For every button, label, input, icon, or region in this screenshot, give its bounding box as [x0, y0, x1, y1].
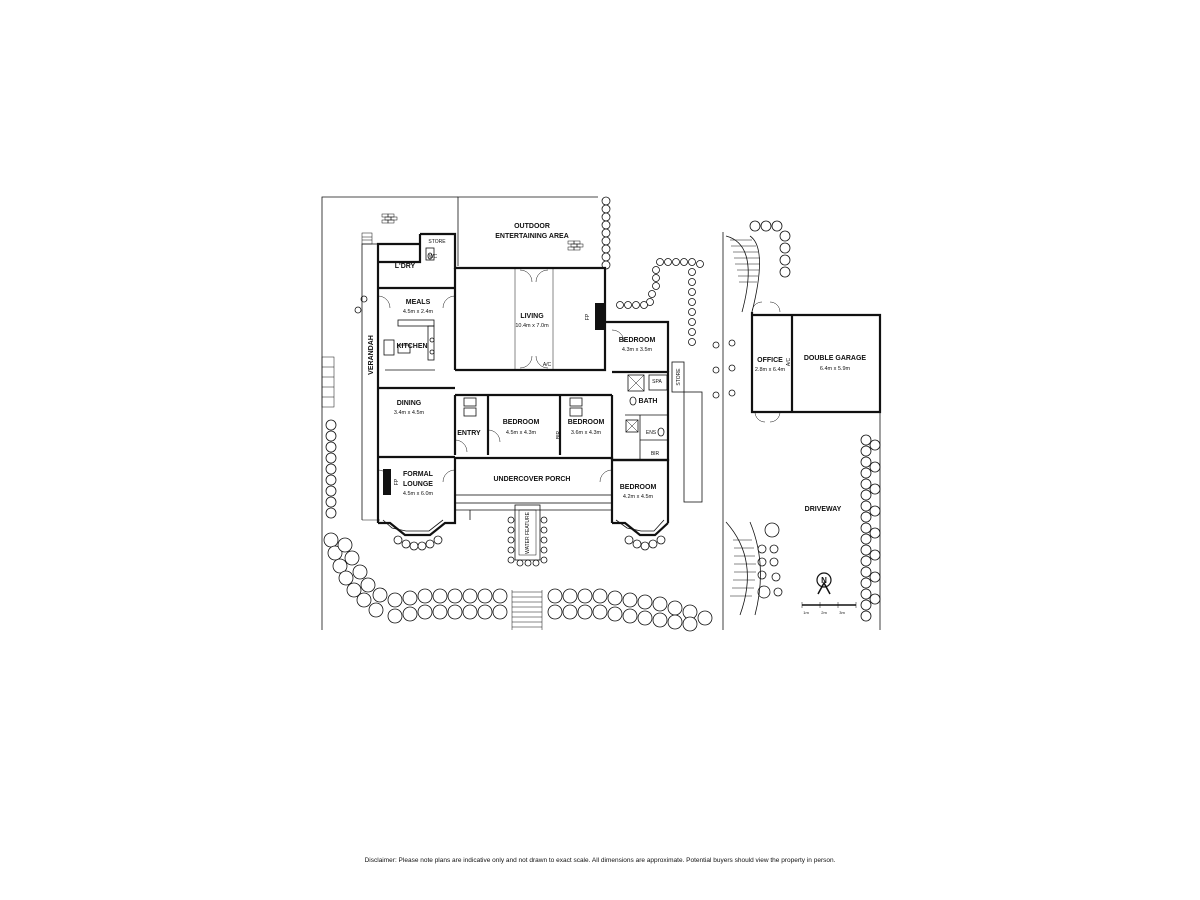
left-hedge [323, 419, 388, 618]
ens-label: ENS [646, 430, 657, 436]
hedge-shrubs [354, 196, 720, 399]
driveway-label: DRIVEWAY [805, 506, 842, 513]
dining-dim: 3.4m x 4.5m [394, 410, 425, 416]
meals-dim: 4.5m x 2.4m [403, 309, 434, 315]
porch [454, 494, 613, 567]
outdoor-entertaining-area: OUTDOOR ENTERTAINING AREA [381, 196, 598, 266]
store-side-label: STORE [676, 368, 682, 386]
wc-label: WC [429, 254, 438, 260]
bir-label: BIR [651, 451, 660, 457]
bedroom2-dim: 4.5m x 4.3m [506, 430, 537, 436]
scale-3m: 3m [839, 610, 845, 615]
lounge-label: LOUNGE [403, 481, 433, 488]
disclaimer-text: Disclaimer: Please note plans are indica… [364, 857, 836, 864]
bottom-hedge [387, 588, 713, 632]
ac-label: A/C [543, 362, 552, 368]
office-label: OFFICE [757, 357, 783, 364]
kitchen-label: KITCHEN [396, 343, 427, 350]
scale-1m: 1m [803, 610, 809, 615]
outdoor-label: OUTDOOR [514, 223, 550, 230]
spa-label: SPA [652, 379, 662, 385]
bedroom2-label: BEDROOM [503, 419, 540, 426]
fireplace-icon [595, 303, 604, 330]
bedroom3-dim: 3.6m x 4.3m [571, 430, 602, 436]
bedroom4-label: BEDROOM [620, 484, 657, 491]
bath-label: BATH [639, 398, 658, 405]
scale-2m: 2m [821, 610, 827, 615]
entry-label: ENTRY [457, 430, 481, 437]
entertaining-label: ENTERTAINING AREA [495, 233, 569, 240]
formal-dim: 4.5m x 6.0m [403, 491, 434, 497]
fixtures [377, 247, 703, 503]
fireplace-icon [383, 469, 391, 495]
garage-label: DOUBLE GARAGE [804, 355, 867, 362]
garage-dim: 6.4m x 5.9m [820, 366, 851, 372]
living-dim: 10.4m x 7.0m [515, 323, 549, 329]
verandah: VERANDAH [321, 232, 380, 521]
compass-icon: N [816, 572, 832, 595]
verandah-label: VERANDAH [368, 335, 375, 375]
driveway-hedge [728, 220, 881, 622]
living-label: LIVING [520, 313, 544, 320]
paving-icon [567, 240, 584, 251]
house-walls [376, 232, 670, 523]
bedroom3-label: BEDROOM [568, 419, 605, 426]
formal-label: FORMAL [403, 471, 434, 478]
fp2-label: FP [394, 478, 400, 485]
office-dim: 2.8m x 6.4m [755, 367, 786, 373]
bedroom1-label: BEDROOM [619, 337, 656, 344]
dining-label: DINING [397, 400, 422, 407]
bir2-label: BIR [556, 430, 562, 439]
bedroom1-dim: 4.3m x 3.5m [622, 347, 653, 353]
driveway-stairs [725, 235, 761, 616]
garage-block [750, 301, 882, 423]
scale-bar: 1m 2m 3m [801, 602, 857, 615]
room-labels: STORE L'DRY MEALS 4.5m x 2.4m LIVING 10.… [394, 239, 867, 554]
bedroom4-dim: 4.2m x 4.5m [623, 494, 654, 500]
paving-icon [381, 213, 398, 224]
fp-label: FP [585, 313, 591, 320]
meals-label: MEALS [406, 299, 431, 306]
svg-text:N: N [821, 576, 827, 585]
bay-windows [378, 505, 669, 551]
ac2-label: A/C [786, 357, 792, 366]
laundry-label: L'DRY [395, 263, 416, 270]
water-feature-label: WATER FEATURE [525, 511, 531, 554]
store-label: STORE [428, 239, 446, 245]
porch-label: UNDERCOVER PORCH [493, 476, 570, 483]
